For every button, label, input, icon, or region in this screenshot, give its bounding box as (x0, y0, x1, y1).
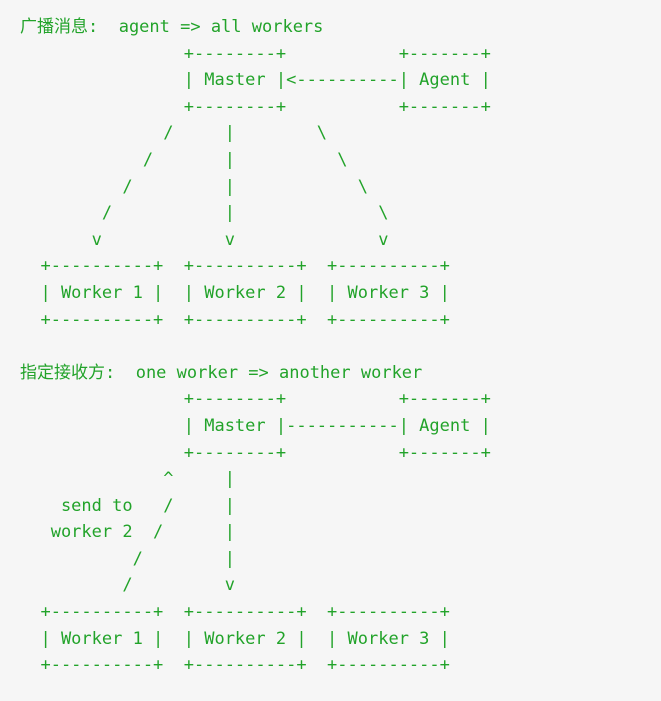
ascii-diagram-root: 广播消息: agent => all workers +--------+ +-… (0, 14, 661, 679)
ascii-art-broadcast: +--------+ +-------+ | Master |<--------… (40, 43, 491, 330)
section-title-broadcast: 广播消息: agent => all workers (20, 17, 324, 37)
section-title-targeted: 指定接收方: one worker => another worker (20, 362, 423, 383)
ascii-art-targeted: +--------+ +-------+ | Master |---------… (40, 389, 491, 676)
section-gap (20, 333, 661, 360)
